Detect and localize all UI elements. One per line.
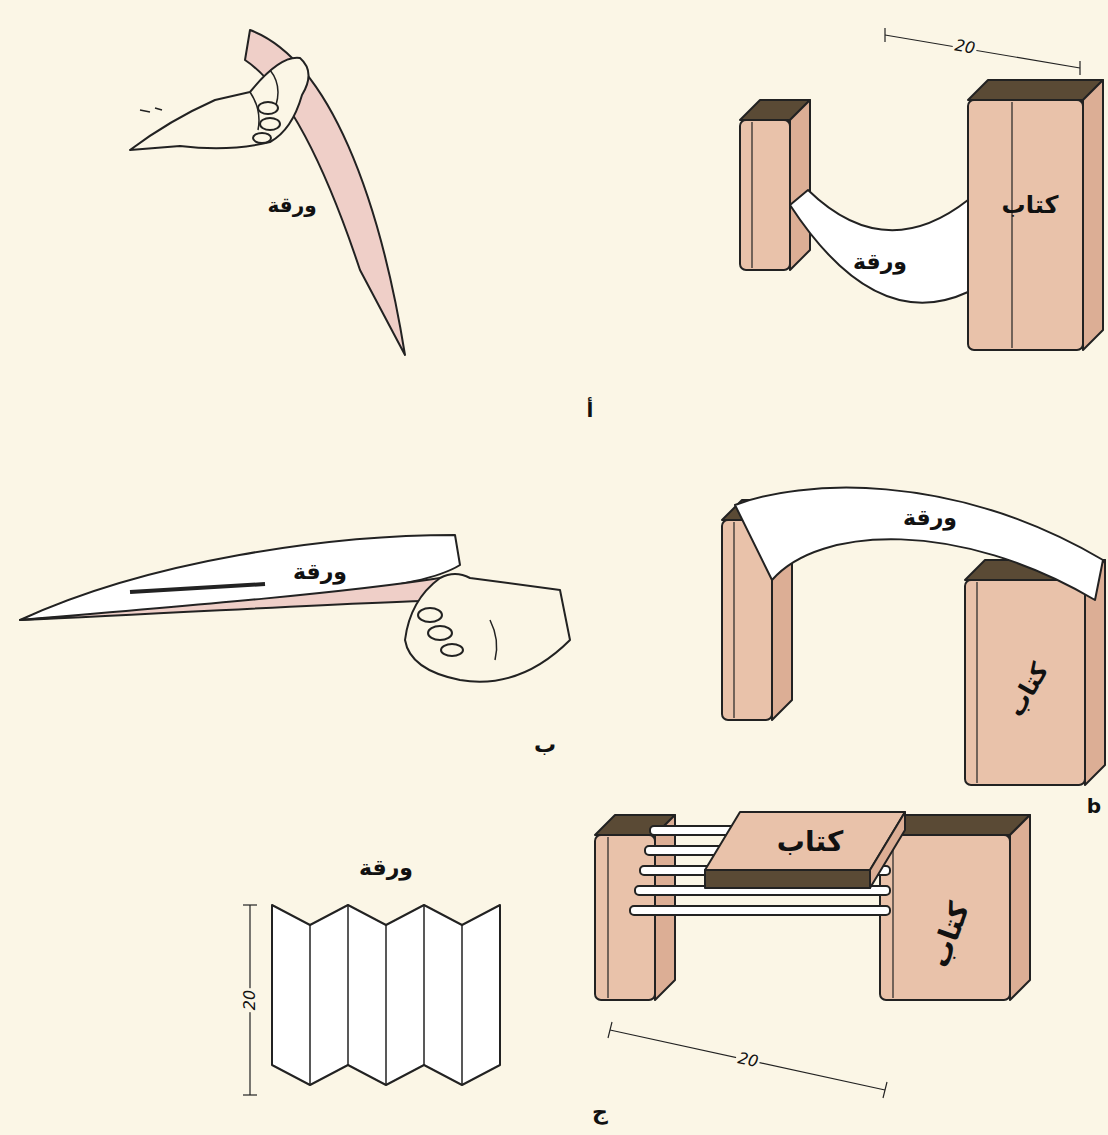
book-title: كتاب: [775, 827, 845, 858]
paper-label: ورقة: [901, 506, 959, 530]
hand: [130, 58, 309, 150]
panel-letter: ب: [532, 733, 558, 757]
paper-label: ورقة: [851, 250, 909, 274]
paper-sheet: [20, 535, 460, 620]
paper-sheet: [735, 488, 1103, 600]
dimension-label: 20: [951, 36, 978, 58]
panel-letter: b: [1085, 795, 1103, 817]
book: [740, 100, 810, 270]
paper-label: ورقة: [357, 856, 415, 880]
dimension-label: 20: [241, 988, 259, 1012]
book-title: كتاب: [1000, 192, 1061, 218]
book-title: كتاب: [923, 897, 976, 974]
pencil: [130, 584, 265, 592]
dimension-label: 20: [734, 1049, 761, 1071]
dimension-line: [610, 1030, 885, 1090]
panel-letter: ج: [590, 1100, 610, 1124]
book: [968, 80, 1103, 350]
book: [880, 815, 1030, 1000]
folded-paper: [272, 905, 500, 1085]
paper-label: ورقة: [291, 560, 349, 584]
hand: [405, 574, 570, 682]
dimension-line: [885, 35, 1080, 68]
panel-letter: أ: [585, 399, 596, 421]
paper-sheet: [790, 190, 968, 303]
book-title: كتاب: [1001, 657, 1054, 723]
paper-label: ورقة: [265, 194, 318, 216]
book: [705, 812, 905, 888]
